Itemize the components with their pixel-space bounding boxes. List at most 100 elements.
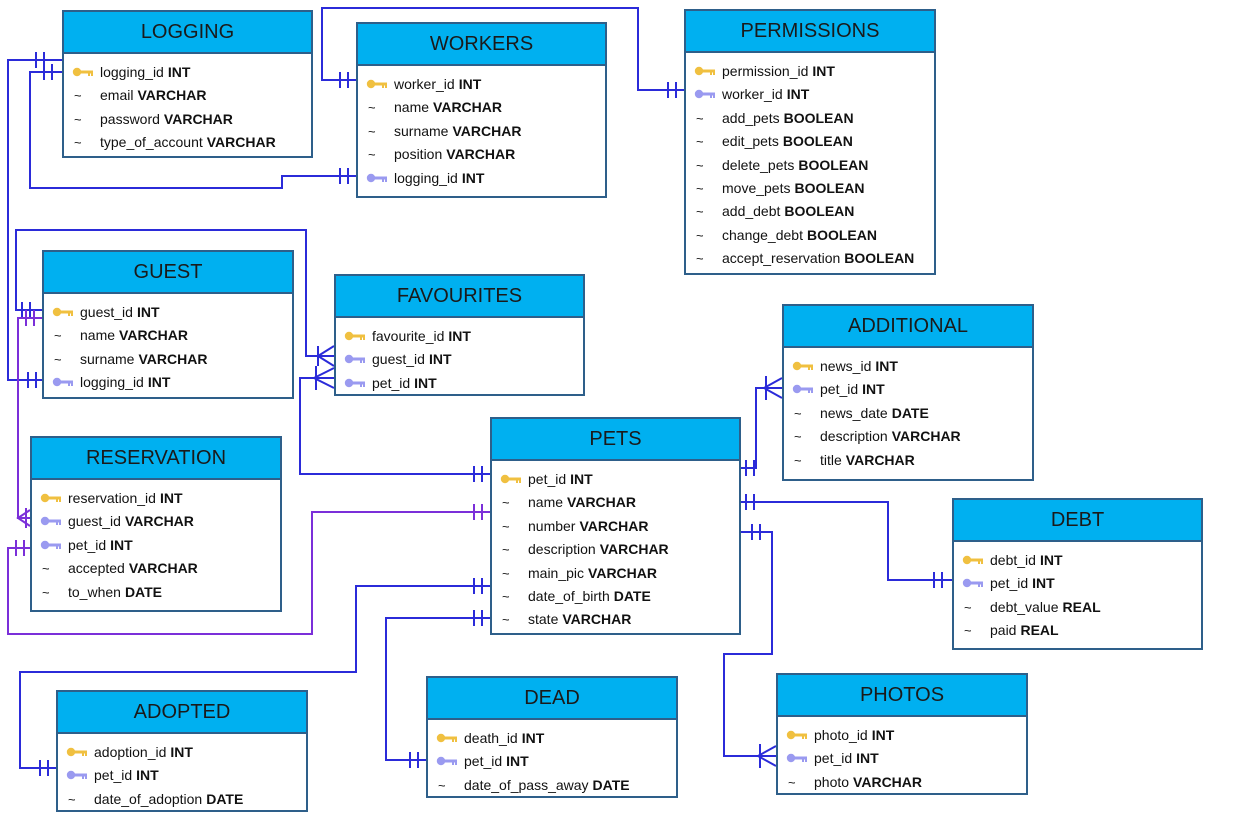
- field-type: VARCHAR: [206, 134, 276, 151]
- rel-guest-reservation: [16, 310, 42, 528]
- field-name: logging_id: [80, 374, 144, 391]
- field-type: INT: [428, 351, 452, 368]
- field-name: photo_id: [814, 727, 868, 743]
- field-name: guest_id: [68, 513, 121, 530]
- field-type: DATE: [891, 404, 929, 421]
- field-name: date_of_adoption: [94, 790, 203, 807]
- field-type: INT: [147, 374, 171, 391]
- field-name: type_of_account: [100, 134, 203, 151]
- field-name: add_debt: [722, 203, 781, 220]
- entity-title: PHOTOS: [778, 675, 1026, 717]
- field-name: news_id: [820, 358, 872, 374]
- field-type: VARCHAR: [119, 327, 188, 344]
- attribute-marker-icon: ~: [502, 612, 510, 628]
- field-name: pet_id: [68, 536, 107, 553]
- attribute-marker-icon: ~: [368, 123, 376, 139]
- entity-title: GUEST: [44, 252, 292, 294]
- field-name: news_date: [820, 404, 888, 421]
- rel-guest-favourites: [15, 229, 335, 367]
- rel-pets-favourites: [299, 366, 490, 482]
- field-type: INT: [170, 744, 193, 760]
- field-name: permission_id: [722, 63, 809, 79]
- rel-workers-permissions: [321, 7, 684, 98]
- attribute-marker-icon: ~: [696, 204, 704, 220]
- field-name: favourite_id: [372, 328, 445, 344]
- field-type: DATE: [592, 776, 630, 793]
- attribute-marker-icon: ~: [42, 584, 50, 600]
- entity-title: ADDITIONAL: [784, 306, 1032, 348]
- entity-title: RESERVATION: [32, 438, 280, 480]
- field-name: name: [80, 327, 116, 344]
- attribute-marker-icon: ~: [794, 405, 802, 421]
- field-name: pet_id: [528, 471, 567, 487]
